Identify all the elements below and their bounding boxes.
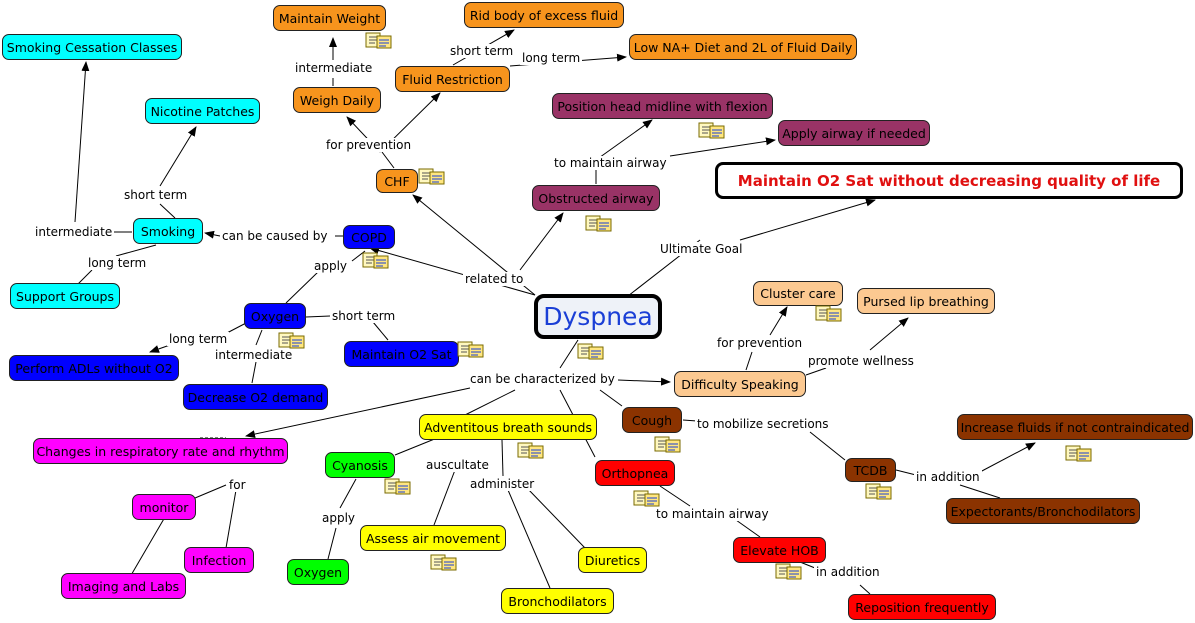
link-label-to-maintain-airway: to maintain airway: [552, 156, 669, 170]
central-concept-dyspnea[interactable]: Dyspnea: [534, 294, 662, 339]
node-expectorants[interactable]: Expectorants/Bronchodilators: [946, 498, 1140, 524]
node-adventitious-sounds[interactable]: Adventitous breath sounds: [419, 414, 597, 440]
node-perform-adls[interactable]: Perform ADLs without O2: [9, 355, 179, 381]
link-label-long-term: long term: [520, 51, 583, 65]
node-diuretics[interactable]: Diuretics: [578, 547, 647, 573]
link-label-intermediate: intermediate: [293, 61, 375, 75]
notes-resource-icon[interactable]: [365, 32, 393, 49]
node-weigh-daily[interactable]: Weigh Daily: [293, 87, 381, 113]
node-support-groups[interactable]: Support Groups: [10, 283, 120, 309]
link-label-in-addition: in addition: [814, 565, 882, 579]
node-changes-respiratory[interactable]: Changes in respiratory rate and rhythm: [33, 438, 288, 464]
notes-resource-icon[interactable]: [865, 483, 893, 500]
link-label-short-term: short term: [330, 309, 398, 323]
notes-resource-icon[interactable]: [430, 554, 458, 571]
link-label-for-prevention: for prevention: [324, 138, 414, 152]
node-apply-airway[interactable]: Apply airway if needed: [778, 120, 930, 146]
link-label-promote-wellness: promote wellness: [806, 354, 916, 368]
link-label-in-addition: in addition: [914, 470, 982, 484]
node-copd[interactable]: COPD: [343, 225, 395, 249]
node-smoking[interactable]: Smoking: [133, 218, 203, 244]
node-cyanosis[interactable]: Cyanosis: [325, 452, 395, 478]
notes-resource-icon[interactable]: [517, 442, 545, 459]
node-rid-excess-fluid[interactable]: Rid body of excess fluid: [464, 2, 624, 28]
node-oxygen-blue[interactable]: Oxygen: [244, 303, 306, 329]
node-nicotine-patches[interactable]: Nicotine Patches: [145, 98, 260, 124]
notes-resource-icon[interactable]: [418, 168, 446, 185]
link-label-ultimate-goal: Ultimate Goal: [658, 242, 745, 256]
link-label-short-term: short term: [448, 44, 516, 58]
ultimate-goal-node[interactable]: Maintain O2 Sat without decreasing quali…: [715, 162, 1183, 199]
link-label-related-to: related to: [463, 272, 526, 286]
notes-resource-icon[interactable]: [457, 341, 485, 358]
notes-resource-icon[interactable]: [1065, 445, 1093, 462]
node-orthopnea[interactable]: Orthopnea: [595, 460, 675, 486]
node-pursed-lip[interactable]: Pursed lip breathing: [857, 288, 995, 314]
link-label-can-be-characterized-by: can be characterized by: [468, 372, 617, 386]
link-label-apply: apply: [320, 511, 358, 525]
notes-resource-icon[interactable]: [815, 305, 843, 322]
link-label-long-term: long term: [86, 256, 149, 270]
node-monitor[interactable]: monitor: [132, 494, 196, 520]
notes-resource-icon[interactable]: [278, 332, 306, 349]
node-tcdb[interactable]: TCDB: [845, 458, 896, 482]
node-bronchodilators[interactable]: Bronchodilators: [501, 588, 614, 614]
link-label-for-prevention: for prevention: [715, 336, 805, 350]
link-label-auscultate: auscultate: [424, 458, 491, 472]
node-cluster-care[interactable]: Cluster care: [753, 281, 843, 306]
node-increase-fluids[interactable]: Increase fluids if not contraindicated: [957, 414, 1193, 440]
node-elevate-hob[interactable]: Elevate HOB: [733, 537, 826, 563]
node-reposition[interactable]: Reposition frequently: [848, 594, 996, 620]
link-label-intermediate: intermediate: [33, 225, 115, 239]
notes-resource-icon[interactable]: [384, 478, 412, 495]
node-maintain-weight[interactable]: Maintain Weight: [273, 5, 386, 31]
node-imaging-labs[interactable]: Imaging and Labs: [61, 573, 186, 599]
link-label-short-term: short term: [122, 188, 190, 202]
node-obstructed-airway[interactable]: Obstructed airway: [532, 185, 660, 211]
link-label-to-mobilize-secretions: to mobilize secretions: [695, 417, 831, 431]
node-position-head[interactable]: Position head midline with flexion: [552, 93, 773, 119]
node-assess-air[interactable]: Assess air movement: [360, 525, 506, 551]
link-label-long-term: long term: [167, 332, 230, 346]
node-decrease-o2-demand[interactable]: Decrease O2 demand: [183, 384, 328, 410]
node-infection[interactable]: Infection: [184, 547, 254, 573]
node-chf[interactable]: CHF: [376, 169, 418, 193]
notes-resource-icon[interactable]: [577, 343, 605, 360]
notes-resource-icon[interactable]: [585, 215, 613, 232]
link-label-intermediate: intermediate: [213, 348, 295, 362]
notes-resource-icon[interactable]: [654, 436, 682, 453]
node-maintain-o2-sat[interactable]: Maintain O2 Sat: [344, 341, 459, 367]
node-difficulty-speaking[interactable]: Difficulty Speaking: [674, 371, 806, 397]
link-label-for: for: [227, 478, 248, 492]
notes-resource-icon[interactable]: [698, 122, 726, 139]
notes-resource-icon[interactable]: [633, 490, 661, 507]
node-fluid-restriction[interactable]: Fluid Restriction: [395, 66, 510, 92]
link-label-administer: administer: [468, 477, 537, 491]
node-low-na-diet[interactable]: Low NA+ Diet and 2L of Fluid Daily: [629, 34, 857, 60]
link-label-to-maintain-airway: to maintain airway: [654, 507, 771, 521]
link-label-can-be-caused-by: can be caused by: [220, 229, 330, 243]
link-label-apply: apply: [312, 259, 350, 273]
node-cough[interactable]: Cough: [622, 407, 682, 433]
node-oxygen-green[interactable]: Oxygen: [287, 559, 349, 585]
notes-resource-icon[interactable]: [362, 252, 390, 269]
notes-resource-icon[interactable]: [775, 563, 803, 580]
node-smoking-cessation[interactable]: Smoking Cessation Classes: [2, 34, 182, 60]
